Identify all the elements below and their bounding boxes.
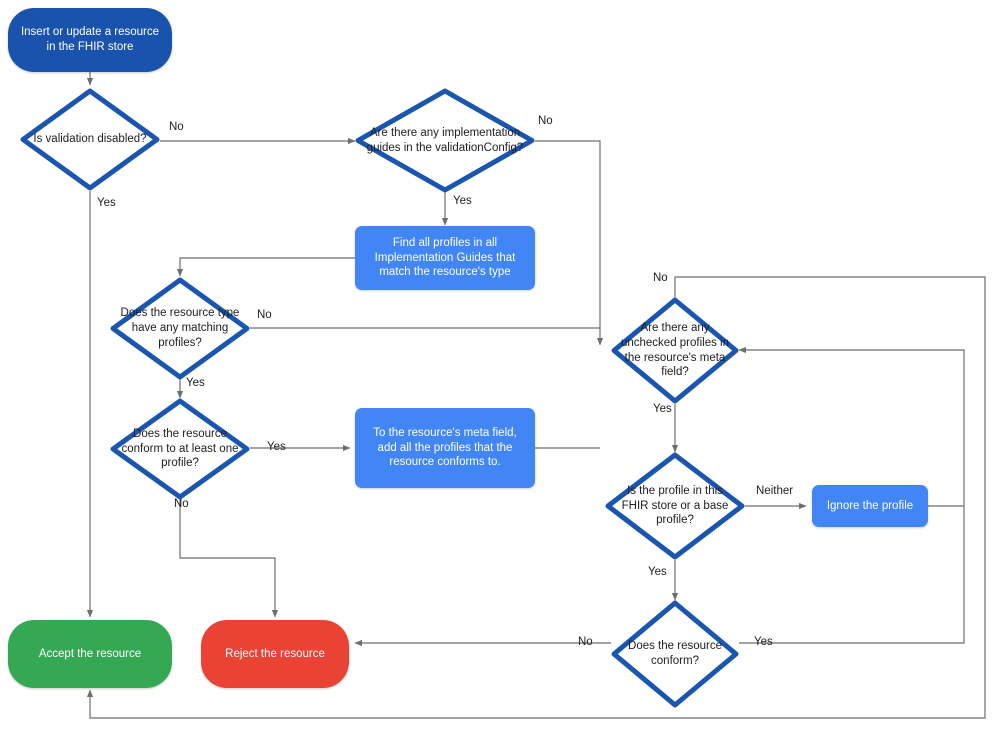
edge-label-conformone-no: No — [174, 498, 189, 510]
node-profile-in-store-or-base[interactable]: Is the profile in this FHIR store or a b… — [605, 452, 745, 560]
edge-label-conformone-yes: Yes — [267, 441, 286, 453]
node-unchecked-profiles-label: Are there any unchecked profiles in the … — [620, 321, 730, 379]
node-is-validation-disabled-label: Is validation disabled? — [33, 133, 147, 146]
node-is-validation-disabled[interactable]: Is validation disabled? — [20, 88, 160, 191]
node-add-profiles-to-meta-label: To the resource's meta field, add all th… — [373, 426, 517, 469]
edge-label-profile-yes: Yes — [648, 566, 667, 578]
edge-label-profile-neither: Neither — [756, 485, 794, 497]
node-any-implementation-guides-label: Are there any implementation guides in t… — [366, 126, 524, 154]
edge-label-validation-no: No — [169, 121, 184, 133]
node-any-implementation-guides[interactable]: Are there any implementation guides in t… — [355, 88, 535, 193]
edge-guides-no-1 — [535, 140, 601, 333]
node-accept[interactable]: Accept the resource — [8, 620, 172, 688]
node-profile-in-store-or-base-label: Is the profile in this FHIR store or a b… — [621, 484, 729, 527]
node-start[interactable]: Insert or update a resource in the FHIR … — [8, 8, 172, 72]
node-start-label: Insert or update a resource in the FHIR … — [20, 26, 160, 53]
node-type-has-matching-profiles[interactable]: Does the resource type have any matching… — [110, 277, 250, 380]
node-does-resource-conform-label: Does the resource conform? — [628, 640, 722, 667]
edge-label-guides-no: No — [538, 115, 553, 127]
edge-label-matching-no: No — [257, 309, 272, 321]
edge-ignore-loop — [738, 346, 965, 507]
node-find-profiles[interactable]: Find all profiles in all Implementation … — [355, 226, 535, 290]
node-ignore-profile[interactable]: Ignore the profile — [812, 485, 928, 527]
node-conform-at-least-one-label: Does the resource conform to at least on… — [121, 427, 239, 470]
node-unchecked-profiles[interactable]: Are there any unchecked profiles in the … — [611, 297, 739, 404]
edge-label-unchecked-yes: Yes — [653, 403, 672, 415]
edge-label-validation-yes: Yes — [97, 197, 116, 209]
node-reject[interactable]: Reject the resource — [201, 620, 349, 688]
node-type-has-matching-profiles-label: Does the resource type have any matching… — [120, 307, 240, 349]
node-conform-at-least-one[interactable]: Does the resource conform to at least on… — [110, 398, 250, 500]
node-ignore-profile-label: Ignore the profile — [826, 499, 914, 512]
node-add-profiles-to-meta[interactable]: To the resource's meta field, add all th… — [355, 408, 535, 488]
edge-label-conform-no: No — [578, 636, 593, 648]
edge-findprofiles-to-matching — [176, 257, 355, 277]
node-reject-label: Reject the resource — [225, 647, 325, 660]
node-find-profiles-label: Find all profiles in all Implementation … — [374, 236, 516, 279]
node-does-resource-conform[interactable]: Does the resource conform? — [611, 600, 739, 708]
edge-conformone-no — [179, 499, 279, 618]
edge-label-unchecked-no: No — [653, 272, 668, 284]
edge-label-matching-yes: Yes — [186, 377, 205, 389]
node-accept-label: Accept the resource — [38, 647, 142, 660]
edge-label-conform-yes: Yes — [754, 636, 773, 648]
edge-label-guides-yes: Yes — [453, 195, 472, 207]
